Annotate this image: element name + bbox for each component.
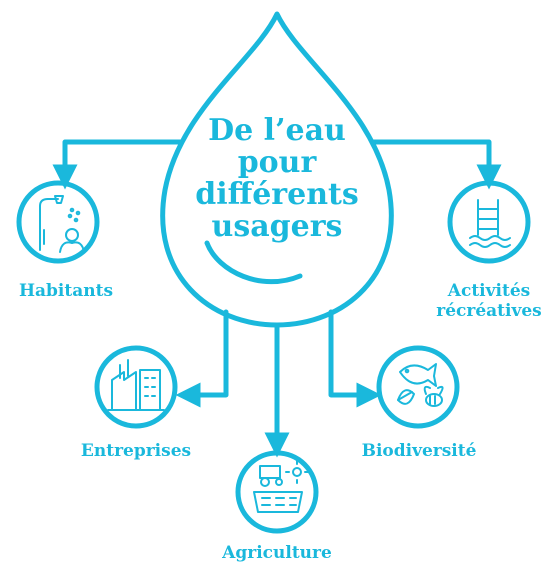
fish-leaf-bee-icon — [397, 363, 444, 407]
label-activites-line2: récréatives — [436, 301, 542, 321]
label-activites-line1: Activités — [447, 281, 531, 301]
connector-biodiversite — [328, 309, 382, 408]
pool-ladder-icon — [469, 199, 511, 248]
factory-icon — [107, 359, 165, 411]
drop-smile — [204, 240, 303, 285]
title-line-4: usagers — [211, 209, 343, 244]
biodiversite-circle — [376, 345, 460, 429]
label-entreprises: Entreprises — [80, 441, 192, 461]
habitants-circle — [16, 180, 100, 264]
label-agriculture: Agriculture — [222, 543, 332, 563]
title-line-1: De l’eau — [208, 113, 346, 148]
connector-entreprises — [175, 309, 229, 408]
title-line-2: pour — [237, 145, 317, 180]
agriculture-circle — [235, 450, 319, 534]
connector-habitants — [52, 139, 183, 190]
title-line-3: différents — [195, 177, 359, 212]
activites-circle — [447, 180, 531, 264]
shower-person-icon — [39, 195, 85, 253]
connector-activites — [371, 139, 502, 190]
entreprises-circle — [94, 345, 178, 429]
tractor-field-icon — [253, 460, 309, 513]
label-habitants: Habitants — [18, 281, 114, 301]
label-biodiversite: Biodiversité — [361, 441, 477, 461]
label-activites: Activités récréatives — [436, 281, 542, 321]
